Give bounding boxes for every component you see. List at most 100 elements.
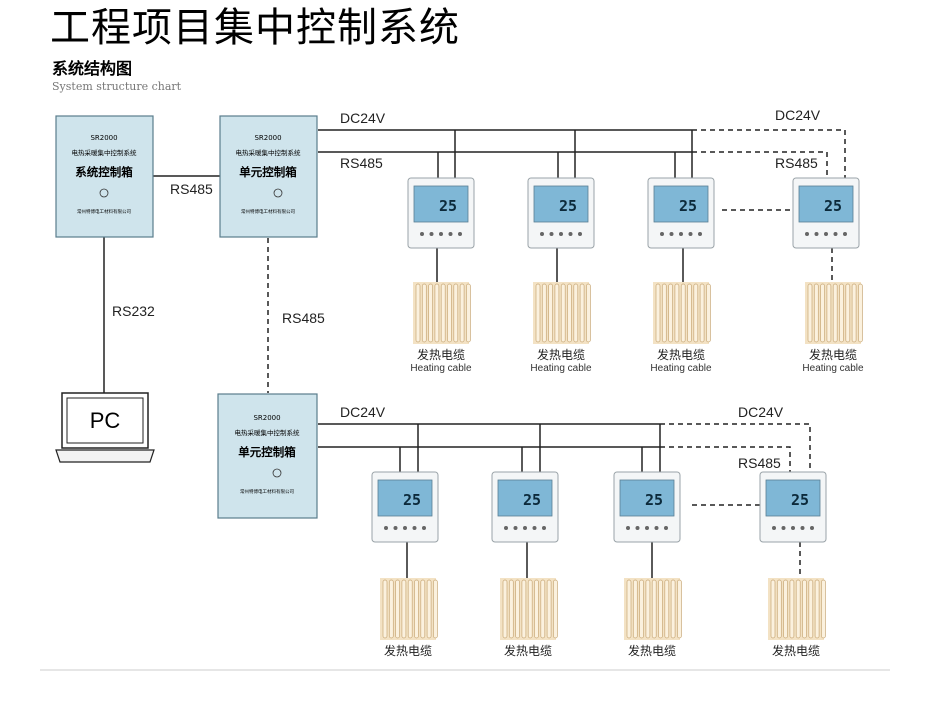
thermostat-button: [542, 526, 546, 530]
thermostat-button: [645, 526, 649, 530]
heating-cable-label: 发热电缆: [772, 643, 820, 658]
heating-cable-icon: 发热电缆: [624, 578, 682, 658]
thermostat-temperature: 25: [559, 197, 577, 215]
power-icon: [273, 188, 283, 198]
thermostat-button: [833, 232, 838, 236]
thermostat-button: [660, 232, 664, 236]
unit-box-line1: 电热采暖集中控制系统: [235, 428, 301, 437]
heating-cable-label-english: Heating cable: [530, 363, 592, 374]
heating-cable-label: 发热电缆: [504, 643, 552, 658]
thermostat-button: [805, 232, 809, 236]
thermostat-screen: [619, 479, 675, 517]
page-subtitle: 系统结构图: [52, 59, 133, 78]
unit-box-name: 单元控制箱: [239, 165, 297, 179]
heating-cable-label: 发热电缆: [657, 347, 705, 362]
thermostat-button: [654, 526, 659, 530]
thermostat-screen: [497, 479, 553, 517]
thermostat-icon: 25: [613, 471, 681, 543]
thermostat-screen: [377, 479, 433, 517]
unit-box-company: 常州特博电工材料有限公司: [241, 208, 295, 215]
thermostat-temperature: 25: [523, 491, 541, 509]
thermostat-icon: 25: [792, 177, 860, 249]
thermostat-screen: [653, 185, 709, 223]
thermostat-button: [429, 232, 434, 236]
thermostat-icon: 25: [527, 177, 595, 249]
unit-box-model: SR2000: [254, 134, 281, 142]
label-dc24v-bottom: DC24V: [340, 404, 386, 420]
unit-box-company: 常州特博电工材料有限公司: [240, 488, 294, 495]
thermostat-button: [458, 232, 462, 236]
thermostat-button: [679, 232, 683, 236]
thermostat-temperature: 25: [791, 491, 809, 509]
label-rs485-top: RS485: [340, 155, 383, 171]
thermostat-button: [810, 526, 814, 530]
heating-cable-label: 发热电缆: [417, 347, 465, 362]
thermostat-button: [781, 526, 786, 530]
wiring: [103, 129, 693, 578]
thermostat-button: [698, 232, 702, 236]
page-title: 工程项目集中控制系统: [50, 5, 460, 51]
thermostat-button: [532, 526, 537, 530]
page-subtitle-english: System structure chart: [52, 80, 182, 93]
thermostat-button: [403, 526, 407, 530]
heating-cable-label-english: Heating cable: [410, 363, 472, 374]
thermostat-button: [393, 526, 398, 530]
heating-cable-icon: 发热电缆: [768, 578, 826, 658]
system-box-name: 系统控制箱: [75, 165, 133, 179]
thermostat-button: [384, 526, 388, 530]
thermostat-button: [578, 232, 582, 236]
thermostat-icon: 25: [407, 177, 475, 249]
thermostat-button: [626, 526, 630, 530]
thermostat-button: [422, 526, 426, 530]
system-box-company: 常州特博电工材料有限公司: [77, 208, 131, 215]
thermostat-button: [568, 232, 573, 236]
thermostat-button: [439, 232, 443, 236]
thermostat-screen: [798, 185, 854, 223]
label-dc24v-top: DC24V: [340, 110, 386, 126]
thermostat-button: [814, 232, 819, 236]
thermostat-button: [420, 232, 424, 236]
thermostat-button: [549, 232, 554, 236]
thermostat-screen: [533, 185, 589, 223]
thermostat-button: [791, 526, 795, 530]
thermostat-screen: [765, 479, 821, 517]
pc-label: PC: [90, 408, 121, 433]
power-icon: [272, 468, 282, 478]
thermostat-icon: 25: [371, 471, 439, 543]
thermostat-button: [800, 526, 805, 530]
thermostat-button: [669, 232, 674, 236]
label-rs485-bottom-right: RS485: [738, 455, 781, 471]
thermostat-button: [504, 526, 508, 530]
thermostat-icon: 25: [759, 471, 827, 543]
thermostat-icon: 25: [491, 471, 559, 543]
heating-cable-label: 发热电缆: [384, 643, 432, 658]
thermostat-screen: [413, 185, 469, 223]
thermostat-button: [412, 526, 417, 530]
thermostat-button: [843, 232, 847, 236]
thermostat-button: [664, 526, 668, 530]
thermostat-button: [513, 526, 518, 530]
thermostat-button: [448, 232, 453, 236]
thermostat-temperature: 25: [824, 197, 842, 215]
label-rs485-link: RS485: [170, 181, 213, 197]
thermostat-button: [772, 526, 776, 530]
thermostat-temperature: 25: [645, 491, 663, 509]
unit-control-box-2: SR2000 电热采暖集中控制系统 单元控制箱 常州特博电工材料有限公司: [217, 393, 318, 519]
heating-cable-label: 发热电缆: [809, 347, 857, 362]
thermostat-button: [824, 232, 828, 236]
thermostat-button: [635, 526, 640, 530]
system-box-line1: 电热采暖集中控制系统: [72, 148, 138, 157]
thermostat-temperature: 25: [403, 491, 421, 509]
thermostat-button: [540, 232, 544, 236]
pc-laptop-icon: PC: [55, 392, 155, 463]
thermostat-button: [523, 526, 527, 530]
unit-box-name: 单元控制箱: [238, 445, 296, 459]
thermostat-button: [688, 232, 693, 236]
